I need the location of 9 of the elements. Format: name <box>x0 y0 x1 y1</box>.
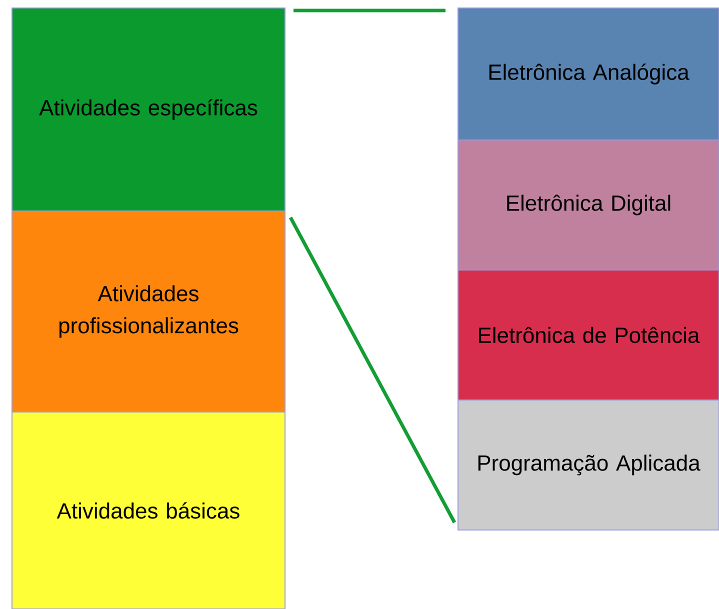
zoom-line <box>294 8 446 12</box>
block: Atividades profissionalizantes <box>12 210 286 412</box>
block: Atividades básicas <box>12 411 286 609</box>
block: Eletrônica de Potência <box>458 269 719 400</box>
block: Programação Aplicada <box>458 399 719 530</box>
block: Eletrônica Digital <box>458 139 719 270</box>
zoom-line <box>288 216 456 524</box>
block: Atividades específicas <box>12 7 286 212</box>
block: Eletrônica Analógica <box>458 7 719 140</box>
